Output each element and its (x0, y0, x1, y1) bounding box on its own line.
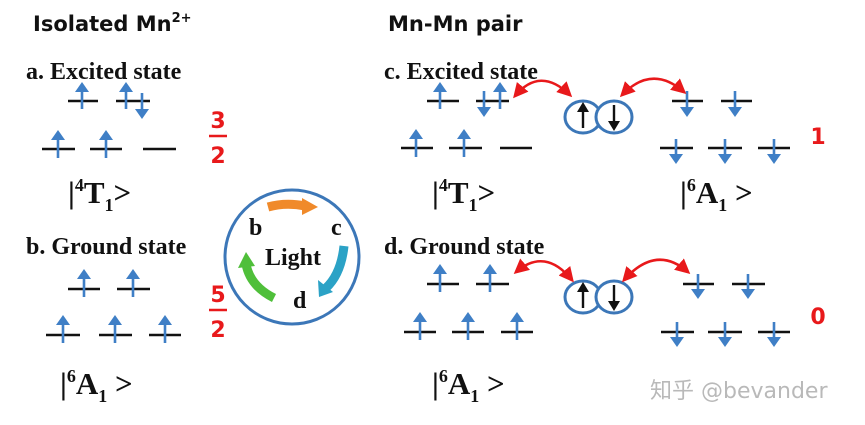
spin-up-arrow (433, 264, 447, 292)
spin-up-arrow (457, 129, 471, 157)
ligand-orbital-pair-ground (563, 279, 634, 315)
cycle-center-label: Light (265, 245, 321, 271)
spin-up-arrow (510, 312, 524, 340)
cycle-arrow-teal (322, 245, 349, 292)
panel-a-spins (51, 82, 149, 158)
state-6a1-pair-bottom: |6A1 > (432, 366, 505, 406)
spin-up-arrow (108, 315, 122, 343)
state-6a1-pair-right: |6A1 > (680, 175, 753, 215)
spin-fraction-ground: 5 2 (209, 283, 227, 343)
svg-text:2: 2 (210, 318, 225, 343)
spin-down-arrow (718, 139, 732, 164)
spin-up-arrow (126, 269, 140, 297)
pair-spin-excited: 1 (810, 125, 825, 150)
spin-up-arrow (433, 82, 447, 109)
panel-b-levels (46, 287, 181, 337)
panel-d-label: d. Ground state (384, 234, 545, 260)
cycle-arrow-green (241, 262, 277, 303)
state-6a1-isolated: |6A1 > (60, 366, 133, 406)
spin-down-arrow (741, 274, 755, 299)
panel-b-label: b. Ground state (26, 234, 187, 260)
spin-fraction-excited: 3 2 (209, 109, 227, 169)
cycle-label-d: d (293, 288, 307, 314)
spin-down-arrow (691, 274, 705, 299)
pair-header: Mn-Mn pair (388, 12, 523, 36)
exchange-arrow (619, 77, 687, 98)
svg-text:3: 3 (210, 109, 225, 134)
spin-down-arrow (728, 91, 742, 117)
spin-down-arrow (767, 139, 781, 164)
state-4t1-isolated: |4T1> (68, 175, 131, 215)
cycle-label-b: b (249, 215, 262, 241)
svg-text:2: 2 (210, 144, 225, 169)
spin-up-arrow (77, 269, 91, 297)
cycle-label-c: c (331, 215, 342, 241)
spin-up-arrow (99, 130, 113, 158)
spin-down-arrow (669, 139, 683, 164)
panel-d-spins (413, 264, 781, 347)
spin-up-arrow (409, 129, 423, 157)
spin-up-arrow (51, 130, 65, 158)
spin-up-arrow (493, 82, 507, 109)
spin-up-arrow (75, 82, 89, 109)
panel-b-spins (56, 269, 172, 343)
state-4t1-pair: |4T1> (432, 175, 495, 215)
spin-up-arrow (483, 264, 497, 292)
svg-text:5: 5 (210, 283, 225, 308)
spin-down-arrow (477, 91, 491, 117)
spin-up-arrow (461, 312, 475, 340)
spin-up-arrow (56, 315, 70, 343)
cycle-arrow-orange (266, 199, 306, 212)
exchange-arrow (622, 258, 691, 283)
spin-down-arrow (670, 322, 684, 347)
panel-c-spins (409, 82, 781, 164)
spin-down-arrow (718, 322, 732, 347)
pair-spin-ground: 0 (810, 305, 825, 330)
spin-down-arrow (135, 93, 149, 119)
ligand-orbital-pair-excited (563, 99, 634, 135)
watermark: 知乎 @bevander (650, 379, 828, 404)
isolated-header: Isolated Mn2+ (33, 11, 192, 36)
light-cycle: b c d Light (223, 188, 361, 326)
panel-c-label: c. Excited state (384, 59, 538, 85)
spin-up-arrow (119, 82, 133, 109)
spin-up-arrow (413, 312, 427, 340)
spin-down-arrow (767, 322, 781, 347)
spin-down-arrow (680, 91, 694, 117)
panel-a-levels (42, 99, 176, 151)
panel-a-label: a. Excited state (26, 59, 182, 85)
spin-up-arrow (158, 315, 172, 343)
exchange-arrow (513, 258, 574, 283)
exchange-arrow (513, 79, 573, 99)
